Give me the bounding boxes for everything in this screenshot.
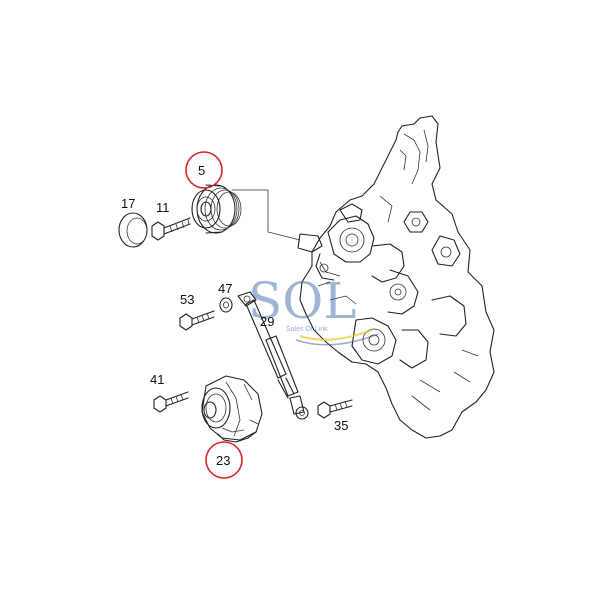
callout-53: 53 [180, 292, 194, 307]
callout-11: 11 [156, 200, 170, 215]
engine-block [297, 115, 495, 439]
washer-47 [219, 297, 233, 313]
bolt-35 [317, 399, 353, 419]
highlight-circle-5 [185, 151, 223, 189]
callout-47: 47 [218, 281, 232, 296]
belt-tensioner [201, 375, 263, 443]
watermark-tagline: Sales Of Link [286, 326, 328, 333]
bolt-41 [153, 391, 189, 413]
callout-23: 23 [216, 453, 230, 468]
bolt-11 [151, 217, 191, 241]
leader-line-pulley [232, 189, 301, 241]
cover-cap [118, 212, 148, 248]
callout-41: 41 [150, 372, 164, 387]
watermark-logo: SOL Sales Of Link [248, 272, 379, 346]
highlight-circle-23 [205, 441, 243, 479]
callout-35: 35 [334, 418, 348, 433]
bolt-53 [179, 310, 215, 331]
tensioner-damper [237, 291, 309, 420]
callout-17: 17 [121, 196, 135, 211]
watermark-brand: SOL [248, 272, 356, 330]
idler-pulley [191, 184, 242, 234]
callout-5: 5 [198, 163, 205, 178]
callout-29: 29 [260, 314, 274, 329]
